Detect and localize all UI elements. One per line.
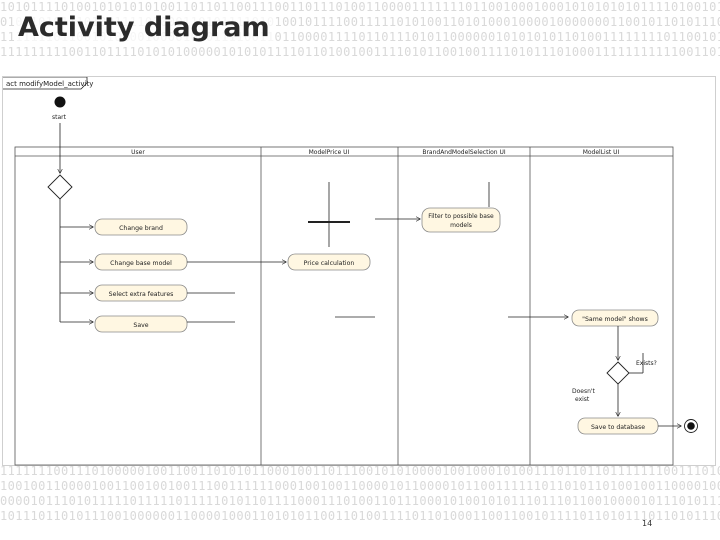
binary-row: 0000101110101111101111101111101011011110… xyxy=(0,494,720,508)
activity-diagram: act modifyModel_activity start User Mode… xyxy=(2,76,716,466)
action-filter-models-label-line1: Filter to possible base xyxy=(428,213,494,220)
action-same-model-shows-label: "Same model" shows xyxy=(582,316,648,323)
action-filter-models-label-line2: models xyxy=(450,222,472,229)
binary-row: 1001001100001001100100100111001111110001… xyxy=(0,479,720,493)
action-save-to-database-label: Save to database xyxy=(591,424,645,431)
final-node-inner xyxy=(687,422,695,430)
swimlane-partitions xyxy=(14,146,674,466)
action-select-extra-features-label: Select extra features xyxy=(109,291,174,298)
frame-label: act modifyModel_activity xyxy=(6,80,93,88)
action-price-calculation: Price calculation xyxy=(287,253,371,271)
action-save: Save xyxy=(94,315,188,333)
action-save-to-database: Save to database xyxy=(577,417,659,435)
action-same-model-shows: "Same model" shows xyxy=(571,309,659,327)
action-change-brand-label: Change brand xyxy=(119,225,163,232)
activity-diagram-canvas: act modifyModel_activity start User Mode… xyxy=(3,77,698,466)
action-change-brand: Change brand xyxy=(94,218,188,236)
slide-title: Activity diagram xyxy=(14,12,274,43)
binary-row: 1011101101011100100000011000010001101010… xyxy=(0,509,720,523)
swimlane-modelprice-label: ModelPrice UI xyxy=(309,149,350,156)
swimlane-modellist-label: ModelList UI xyxy=(583,149,620,156)
swimlane-user-label: User xyxy=(131,149,145,156)
swimlane-brandmodel-label: BrandAndModelSelection UI xyxy=(422,149,506,156)
action-filter-models: Filter to possible base models xyxy=(421,207,501,233)
swimlane-container xyxy=(14,146,674,466)
action-save-label: Save xyxy=(133,322,148,329)
guard-exists-label: Exists? xyxy=(636,360,657,367)
binary-row: 1010111101001010101010011011011001110011… xyxy=(0,0,720,14)
guard-doesnt-exist-line1: Doesn't xyxy=(572,388,596,395)
page-number: 14 xyxy=(642,519,653,528)
frame-label-tab xyxy=(3,77,88,90)
guard-doesnt-exist-line2: exist xyxy=(575,396,590,403)
start-label: start xyxy=(52,114,67,121)
binary-row: 1111111110011011110101010000010101011110… xyxy=(0,45,720,59)
start-node xyxy=(54,96,66,108)
binary-background-bottom: 1111111001110100000100110011010101100010… xyxy=(0,464,720,540)
action-select-extra-features: Select extra features xyxy=(94,284,188,302)
action-price-calculation-label: Price calculation xyxy=(304,260,355,267)
binary-row: 1111111001110100000100110011010101100010… xyxy=(0,464,720,478)
user-decision-node xyxy=(47,174,73,200)
action-change-base-model-label: Change base model xyxy=(110,260,172,267)
action-change-base-model: Change base model xyxy=(94,253,188,271)
exists-decision-node xyxy=(606,361,630,385)
